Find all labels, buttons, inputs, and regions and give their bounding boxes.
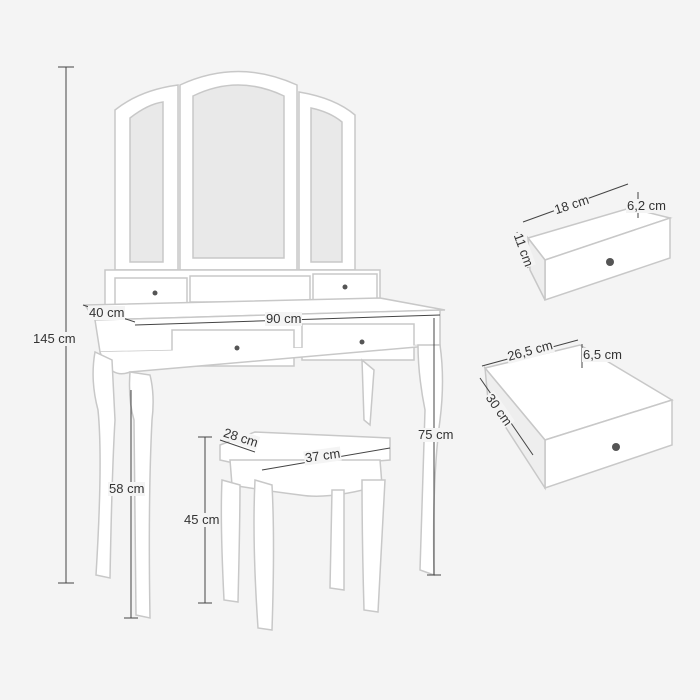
small-drawer-height-label: 6,2 cm bbox=[626, 198, 668, 213]
table-height-label: 75 cm bbox=[417, 427, 455, 442]
drawer-knob bbox=[359, 339, 365, 345]
table-depth-label: 40 cm bbox=[88, 305, 126, 320]
drawer-knob bbox=[152, 290, 158, 296]
stool-leg bbox=[253, 479, 275, 631]
drawer-knob bbox=[234, 345, 240, 351]
drawer-knob bbox=[342, 284, 348, 290]
stool-height-label: 45 cm bbox=[183, 512, 221, 527]
table-leg bbox=[361, 358, 375, 427]
stool-leg bbox=[220, 479, 241, 603]
table-width-label: 90 cm bbox=[265, 311, 303, 326]
large-drawer-height-label: 6,5 cm bbox=[582, 347, 624, 362]
total-height-label: 145 cm bbox=[32, 331, 77, 346]
drawer-knob bbox=[612, 443, 620, 451]
table-leg bbox=[417, 344, 444, 577]
table-leg bbox=[92, 350, 116, 579]
stool-leg bbox=[361, 479, 386, 613]
drawer-knob bbox=[606, 258, 614, 266]
knee-height-label: 58 cm bbox=[108, 481, 146, 496]
